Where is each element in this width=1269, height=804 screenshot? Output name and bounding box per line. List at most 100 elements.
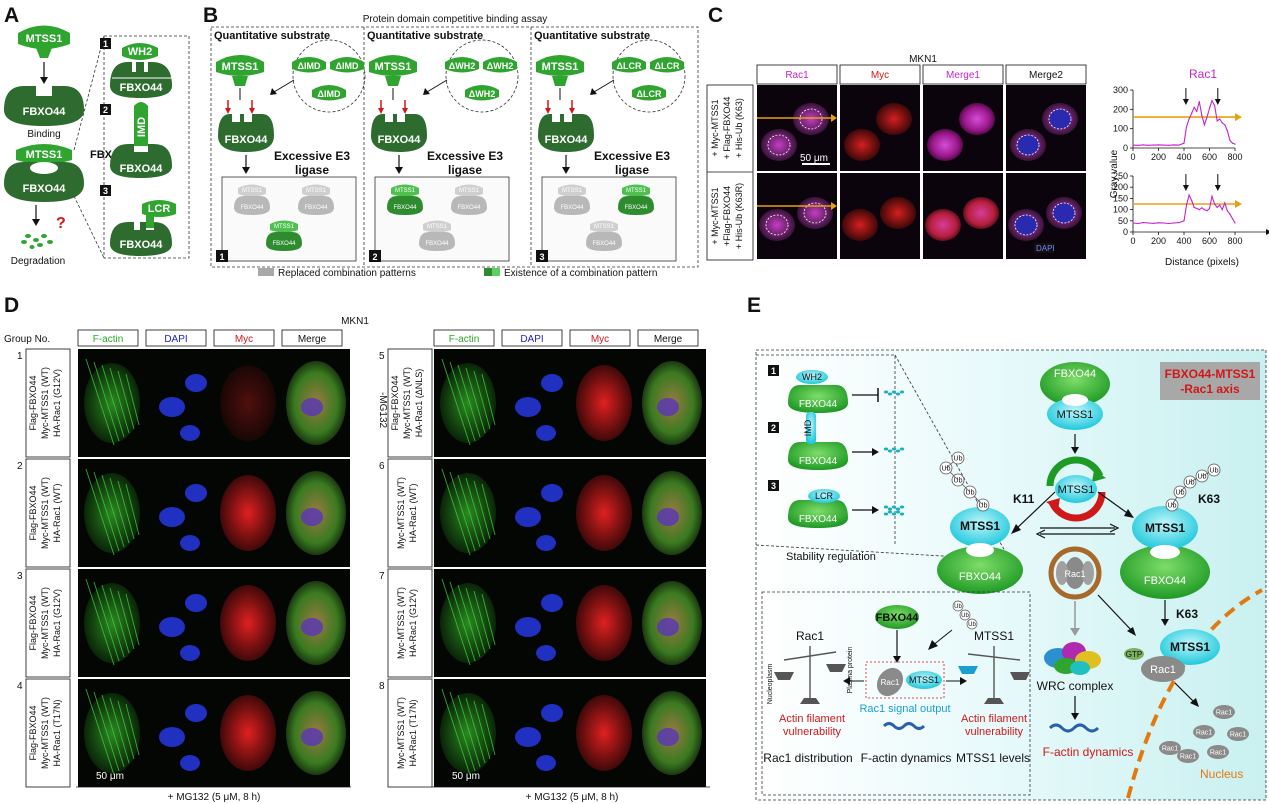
actin-fiber bbox=[481, 483, 496, 536]
zoom-line bbox=[73, 195, 105, 259]
fbxo44-label: FBXO44 bbox=[225, 134, 269, 146]
nuclear-rac1-label: Rac1 bbox=[1180, 754, 1196, 761]
mtss1-tail bbox=[385, 76, 401, 86]
scale-beam bbox=[783, 651, 837, 661]
mutant-circle bbox=[445, 39, 519, 113]
group-no-label: Group No. bbox=[4, 334, 50, 345]
cell-myc bbox=[220, 695, 276, 771]
nucleus bbox=[536, 755, 556, 771]
data-point bbox=[1216, 206, 1218, 208]
peak-arrow-head bbox=[1182, 185, 1189, 191]
nucleus-merge bbox=[657, 508, 679, 526]
actin-fiber bbox=[449, 361, 476, 442]
cell-line-label: MKN1 bbox=[909, 54, 937, 65]
signal-box bbox=[865, 661, 945, 699]
variant-1: 1 WH2 FBXO44 bbox=[100, 38, 172, 98]
data-point bbox=[1168, 222, 1170, 225]
data-point bbox=[1132, 144, 1134, 146]
wh2-label: WH2 bbox=[802, 372, 822, 382]
group-condition: HA-Rac1 (T17N) bbox=[52, 699, 62, 766]
y-axis-label: Gray value bbox=[1109, 149, 1120, 198]
ligase-label: ligase bbox=[448, 163, 482, 177]
rac1-wheel-label: Rac1 bbox=[1064, 569, 1085, 579]
arrow-head bbox=[1109, 523, 1120, 533]
data-point bbox=[1216, 120, 1218, 122]
mutant-label: ΔLCR bbox=[617, 61, 642, 71]
column-header-1: DAPI bbox=[520, 334, 543, 345]
cycle-red bbox=[1048, 491, 1106, 522]
cell-myc bbox=[220, 585, 276, 661]
mutant-circle bbox=[292, 39, 366, 113]
arrow-head bbox=[1124, 509, 1134, 518]
nucleus-outline bbox=[767, 134, 791, 156]
combo-mtss1 bbox=[558, 184, 586, 197]
mtss1-shape bbox=[369, 55, 417, 76]
actin-fiber bbox=[457, 584, 481, 658]
ub-label: Ub bbox=[966, 490, 975, 497]
x-tick-label: 600 bbox=[1202, 236, 1217, 246]
data-point bbox=[1234, 222, 1236, 224]
fbxo44-k63 bbox=[1120, 545, 1210, 599]
combo-mtss1-label: MTSS1 bbox=[626, 188, 647, 194]
group-label-box bbox=[387, 348, 433, 458]
data-point bbox=[1157, 144, 1160, 146]
condition-label: + Myc-MTSS1 bbox=[710, 99, 720, 156]
group-condition: HA-Rac1 (WT) bbox=[408, 484, 418, 543]
data-point bbox=[1201, 207, 1203, 209]
socket bbox=[966, 543, 994, 557]
actin-fiber bbox=[109, 697, 130, 764]
scale-pan-left bbox=[774, 672, 794, 680]
fbxo44-shape bbox=[4, 86, 84, 126]
arrow bbox=[593, 79, 615, 93]
step-number-box bbox=[768, 480, 779, 491]
rac1-wheel-right bbox=[1082, 561, 1094, 585]
cell bbox=[925, 209, 961, 241]
data-point bbox=[1214, 104, 1216, 107]
fbxo44-label: FBXO44 bbox=[799, 456, 838, 467]
mutant-shape bbox=[330, 57, 364, 73]
svg-text:3: 3 bbox=[103, 186, 108, 196]
combo-number: 1 bbox=[219, 252, 224, 262]
arrow-head bbox=[1127, 627, 1136, 636]
degraded-fragment bbox=[895, 392, 901, 396]
actin-fiber bbox=[449, 691, 476, 772]
degraded-fragment bbox=[891, 390, 897, 394]
data-point bbox=[1201, 114, 1203, 116]
data-point bbox=[1147, 222, 1149, 224]
gtp-label: GTP bbox=[1126, 650, 1142, 659]
actin-fiber bbox=[101, 364, 125, 438]
panel-label-d: D bbox=[4, 294, 19, 317]
group-number: 5 bbox=[379, 351, 385, 362]
scale-pan-right bbox=[826, 664, 846, 672]
degraded-fragment bbox=[883, 512, 889, 516]
data-point bbox=[1198, 209, 1200, 211]
scale-bar-label: 50 μm bbox=[96, 771, 124, 782]
actin-fiber bbox=[85, 468, 115, 556]
arrow-head bbox=[562, 167, 570, 174]
rac1-wheel-center bbox=[1065, 557, 1085, 589]
profile-line-head bbox=[831, 114, 837, 122]
group-label-box bbox=[25, 348, 71, 458]
k63-label: K63 bbox=[1198, 492, 1220, 506]
column-header-0: Rac1 bbox=[785, 70, 809, 81]
reference-line-head bbox=[1235, 200, 1242, 208]
mtss1-levels-label: MTSS1 levels bbox=[956, 751, 1030, 765]
ub-label: Ub bbox=[1186, 480, 1195, 487]
nucleus bbox=[541, 484, 563, 502]
mtss1-scale-title: MTSS1 bbox=[974, 629, 1014, 643]
data-point bbox=[1229, 213, 1231, 215]
arrow-head bbox=[960, 677, 967, 685]
mutant-shape bbox=[292, 57, 326, 73]
mtss1-cycle bbox=[1055, 475, 1097, 503]
arrow-head bbox=[40, 77, 48, 84]
data-point bbox=[1203, 124, 1205, 126]
data-point bbox=[1191, 200, 1193, 202]
actin-fiber bbox=[125, 483, 140, 536]
actin-fiber bbox=[125, 593, 140, 646]
fbxo44-k11 bbox=[937, 546, 1023, 594]
rac1-profile-line bbox=[1132, 193, 1236, 225]
ub-bottom-label: Ub bbox=[954, 604, 962, 610]
column-header-0: F-actin bbox=[449, 334, 480, 345]
x-tick-label: 600 bbox=[1202, 152, 1217, 162]
